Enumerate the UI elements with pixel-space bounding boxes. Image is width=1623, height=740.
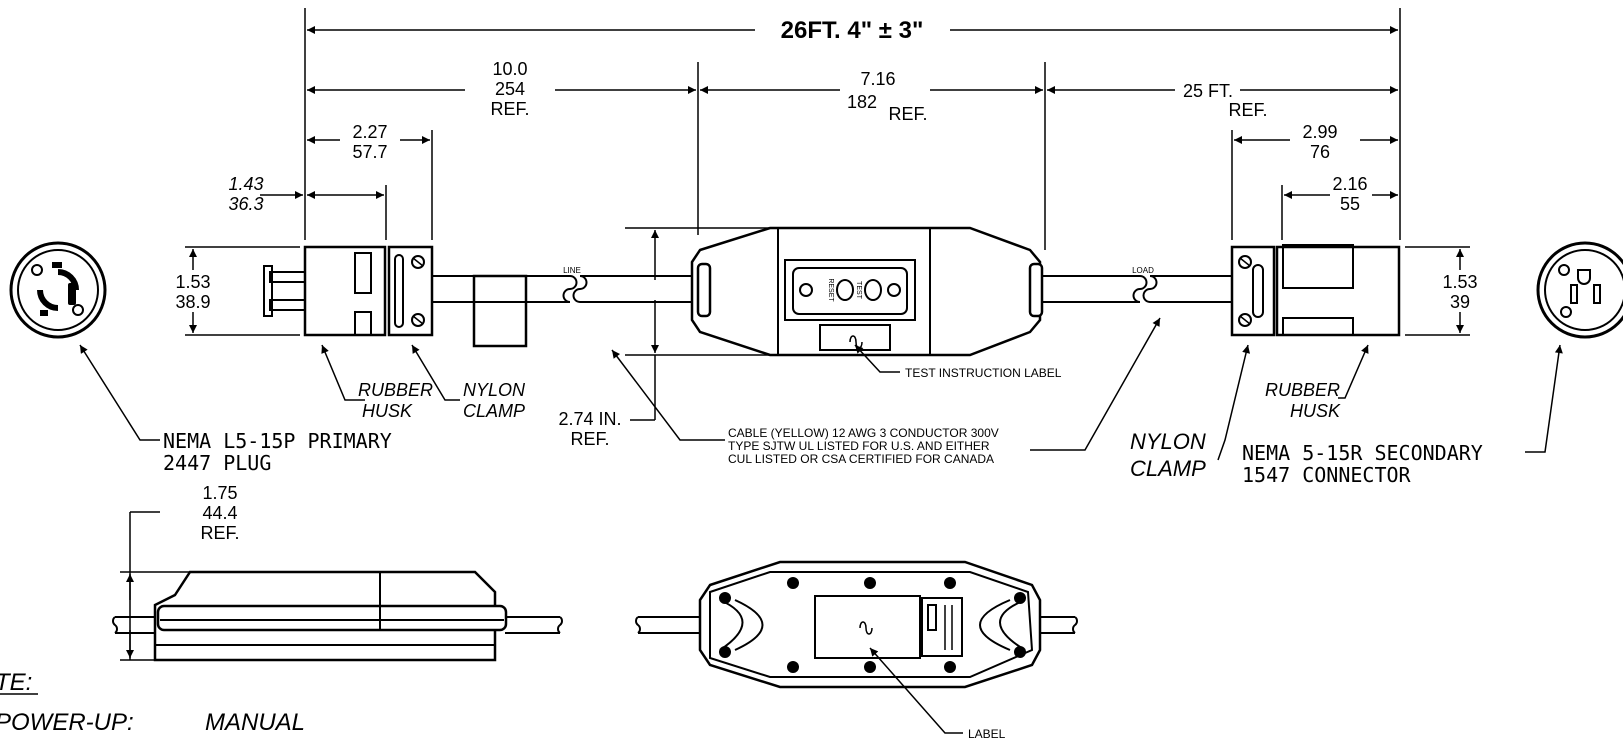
- plug-body-dimension: 1.43 36.3: [228, 174, 387, 240]
- dim-254-mm: 254: [495, 79, 525, 99]
- nylon-clamp-right-line2: CLAMP: [1130, 456, 1206, 481]
- cable-spec-line1: CABLE (YELLOW) 12 AWG 3 CONDUCTOR 300V: [728, 426, 999, 440]
- dim-39-mm: 39: [1450, 292, 1470, 312]
- dim-ref-depth: REF.: [200, 523, 239, 543]
- l5-15p-plug-face: [9, 241, 107, 339]
- dim-55-mm: 55: [1340, 194, 1360, 214]
- dim-2-74-in: 2.74 IN.: [558, 409, 621, 429]
- dim-7-16-in: 7.16: [860, 69, 895, 89]
- dim-76-mm: 76: [1310, 142, 1330, 162]
- note-heading: TE:: [0, 669, 32, 696]
- connector-label-line2: 1547 CONNECTOR: [1242, 463, 1412, 487]
- dim-57-7-mm: 57.7: [352, 142, 387, 162]
- rubber-husk-left-line2: HUSK: [362, 401, 413, 421]
- load-cable: LOAD: [1042, 266, 1232, 303]
- gfci-top-view: RESET TEST: [690, 226, 1044, 357]
- dim-1-75-in: 1.75: [202, 483, 237, 503]
- dim-ref-cord: REF.: [1228, 100, 1267, 120]
- cable-spec-line2: TYPE SJTW UL LISTED FOR U.S. AND EITHER: [728, 439, 990, 453]
- dim-1-53-in-right: 1.53: [1442, 272, 1477, 292]
- dim-ref: REF.: [490, 99, 529, 119]
- dim-44-4-mm: 44.4: [202, 503, 237, 523]
- dim-2-16-in: 2.16: [1332, 174, 1367, 194]
- dim-2-27-in: 2.27: [352, 122, 387, 142]
- dim-ref-height: REF.: [570, 429, 609, 449]
- dim-1-43-in: 1.43: [228, 174, 263, 194]
- connector-height-dimension: 1.53 39: [1405, 246, 1478, 336]
- rubber-husk-left-line1: RUBBER: [358, 380, 433, 400]
- nylon-clamp-right-line1: NYLON: [1130, 429, 1206, 454]
- connector-body-dimension: 2.16 55: [1281, 174, 1398, 240]
- rubber-husk-right-line2: HUSK: [1290, 401, 1341, 421]
- overall-length-text: 26FT. 4" ± 3": [781, 17, 924, 44]
- note-block: TE: POWER-UP: MANUAL: [0, 669, 305, 736]
- plug-side-view: [263, 245, 434, 337]
- dim-36-3-mm: 36.3: [228, 194, 263, 214]
- overall-dimension: 26FT. 4" ± 3": [304, 8, 1401, 240]
- connector-label-line1: NEMA 5-15R SECONDARY: [1242, 441, 1483, 465]
- plug-overall-dimension: 2.27 57.7: [307, 122, 433, 240]
- plug-to-gfci-dimension: 10.0 254 REF.: [307, 59, 699, 235]
- nylon-clamp-left-line1: NYLON: [463, 380, 526, 400]
- test-button-label: TEST: [855, 281, 862, 300]
- nylon-clamp-left-line2: CLAMP: [463, 401, 525, 421]
- connector-overall-dimension: 2.99 76: [1231, 122, 1398, 240]
- gfci-height-dimension: 2.74 IN. REF.: [558, 227, 770, 449]
- gfci-length-dimension: 7.16 182 REF.: [700, 62, 1046, 250]
- dim-ref-gfci: REF.: [888, 104, 927, 124]
- dim-1-53-in-left: 1.53: [175, 272, 210, 292]
- cord-length-dimension: 25 FT. REF.: [1047, 81, 1398, 120]
- label-callout: LABEL: [968, 727, 1006, 740]
- note-power-up-key: POWER-UP:: [0, 709, 134, 736]
- dim-25-ft: 25 FT.: [1183, 81, 1233, 101]
- dim-2-99-in: 2.99: [1302, 122, 1337, 142]
- load-label: LOAD: [1132, 266, 1154, 275]
- connector-side-view: [1230, 244, 1401, 337]
- dim-182-mm: 182: [847, 92, 877, 112]
- gfci-bottom-view: LABEL: [635, 560, 1078, 740]
- callouts: RUBBER HUSK NYLON CLAMP NEMA L5-15P PRIM…: [79, 317, 1563, 487]
- note-power-up-value: MANUAL: [205, 709, 305, 736]
- dim-10-in: 10.0: [492, 59, 527, 79]
- line-label: LINE: [563, 266, 581, 275]
- test-instruction-label: TEST INSTRUCTION LABEL: [905, 366, 1062, 380]
- gfci-profile-view: 1.75 44.4 REF.: [112, 483, 563, 662]
- cable-spec-line3: CUL LISTED OR CSA CERTIFIED FOR CANADA: [728, 452, 994, 466]
- reset-button-label: RESET: [827, 278, 834, 302]
- dim-38-9-mm: 38.9: [175, 292, 210, 312]
- plug-label-line2: 2447 PLUG: [163, 451, 271, 475]
- 5-15r-connector-face: [1536, 241, 1623, 339]
- plug-height-dimension: 1.53 38.9: [175, 246, 300, 336]
- rubber-husk-right-line1: RUBBER: [1265, 380, 1340, 400]
- plug-label-line1: NEMA L5-15P PRIMARY: [163, 429, 392, 453]
- line-cable: LINE: [432, 266, 700, 348]
